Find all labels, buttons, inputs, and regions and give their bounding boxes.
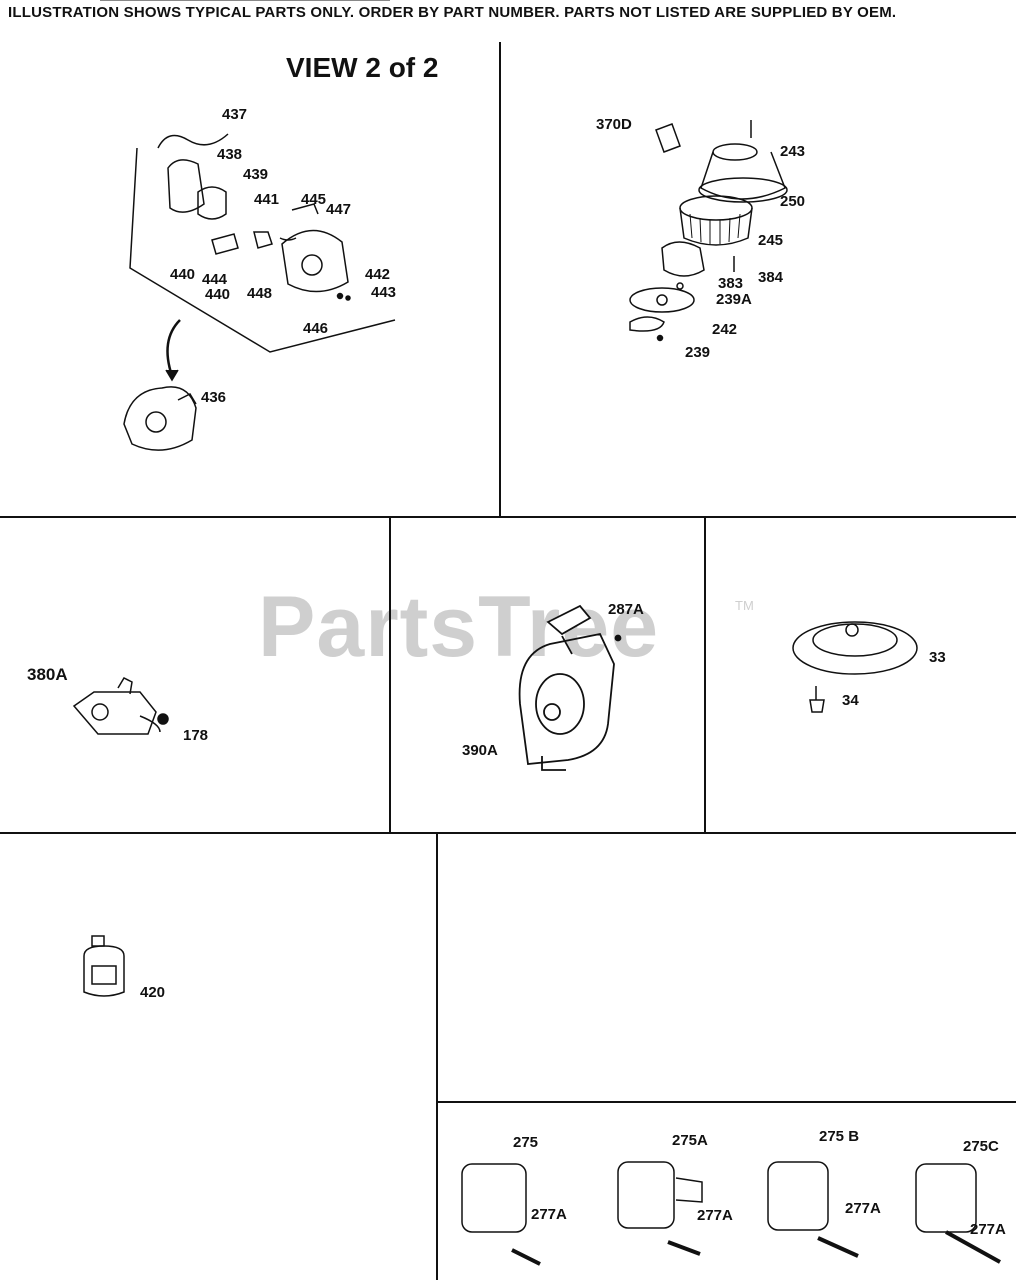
part-label: 383 [718, 275, 744, 292]
part-label: 370D [596, 116, 632, 133]
oil-bottle [83, 935, 125, 997]
part-label: 239 [685, 344, 711, 361]
view-title: VIEW 2 of 2 [286, 52, 439, 83]
part-label: 444 [202, 271, 228, 288]
part-label: 275 B [819, 1128, 860, 1145]
carburetor-assembly [72, 677, 169, 735]
part-label: 440 [170, 266, 196, 283]
part-label: 439 [243, 166, 269, 183]
part-label: 380A [27, 665, 68, 684]
part-label: 446 [303, 320, 329, 337]
part-label: 390A [462, 742, 498, 759]
watermark: PartsTree [258, 579, 660, 675]
part-label: 178 [183, 727, 209, 744]
part-label: 441 [254, 191, 280, 208]
mounting-plate [792, 621, 918, 713]
part-label: 384 [758, 269, 784, 286]
part-label: 445 [301, 191, 327, 208]
part-label: 420 [140, 984, 166, 1001]
part-label: 442 [365, 266, 391, 283]
part-label: 242 [712, 321, 738, 338]
part-label: 448 [247, 285, 273, 302]
part-label: 243 [780, 143, 806, 160]
part-label: 33 [929, 649, 946, 666]
part-label: 275C [963, 1138, 999, 1155]
recoil-starter [518, 604, 622, 771]
part-label: 443 [371, 284, 397, 301]
carburetor-exploded-view [123, 133, 396, 451]
mufflers [461, 1161, 1001, 1266]
air-cleaner-exploded-view [629, 120, 788, 342]
part-label: 436 [201, 389, 227, 406]
part-label: 437 [222, 106, 248, 123]
part-label: 277A [697, 1207, 733, 1224]
part-label: 34 [842, 692, 859, 709]
watermark-tm: TM [735, 598, 754, 613]
part-label: 277A [970, 1221, 1006, 1238]
part-label: 277A [531, 1206, 567, 1223]
part-label: 250 [780, 193, 806, 210]
part-label: 438 [217, 146, 243, 163]
part-label: 245 [758, 232, 784, 249]
part-label: 239A [716, 291, 752, 308]
part-label: 275A [672, 1132, 708, 1149]
part-label: 440 [205, 286, 231, 303]
part-label: 447 [326, 201, 352, 218]
header-note: ILLUSTRATION SHOWS TYPICAL PARTS ONLY. O… [8, 4, 897, 21]
part-label: 287A [608, 601, 644, 618]
part-label: 277A [845, 1200, 881, 1217]
part-label: 275 [513, 1134, 539, 1151]
